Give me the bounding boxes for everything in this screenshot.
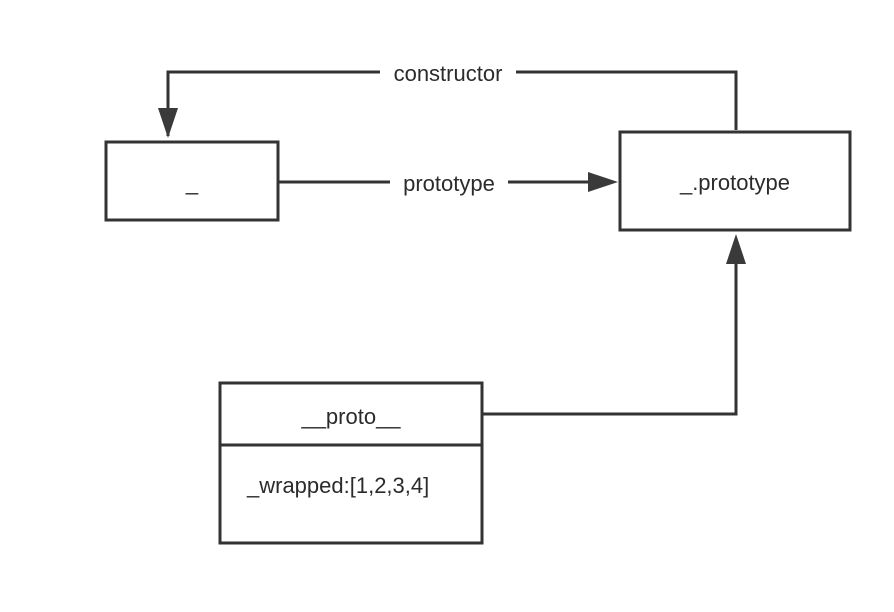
instance-proto-label: __proto__ <box>300 404 401 429</box>
proto-arrowhead <box>726 234 746 264</box>
prototype-arrowhead <box>588 172 618 192</box>
constructor-edge: constructor <box>158 58 738 138</box>
prototype-node: _.prototype <box>618 130 852 232</box>
constructor-label-bg <box>380 58 516 86</box>
instance-node: __proto__ _wrapped:[1,2,3,4] <box>218 381 484 545</box>
proto-edge <box>482 234 746 416</box>
prototype-box <box>618 130 852 232</box>
instance-box <box>218 381 484 545</box>
constructor-arrowhead <box>158 108 178 138</box>
constructor-label: constructor <box>394 61 503 86</box>
prototype-edge: prototype <box>278 168 618 196</box>
prototype-label-bg <box>390 168 508 196</box>
underscore-box <box>104 140 280 222</box>
proto-edge-line <box>482 262 738 416</box>
prototype-node-label: _.prototype <box>679 170 790 195</box>
underscore-node: _ <box>104 140 280 222</box>
instance-wrapped-field: _wrapped:[1,2,3,4] <box>246 473 429 498</box>
underscore-label: _ <box>185 170 199 195</box>
prototype-label: prototype <box>403 171 495 196</box>
